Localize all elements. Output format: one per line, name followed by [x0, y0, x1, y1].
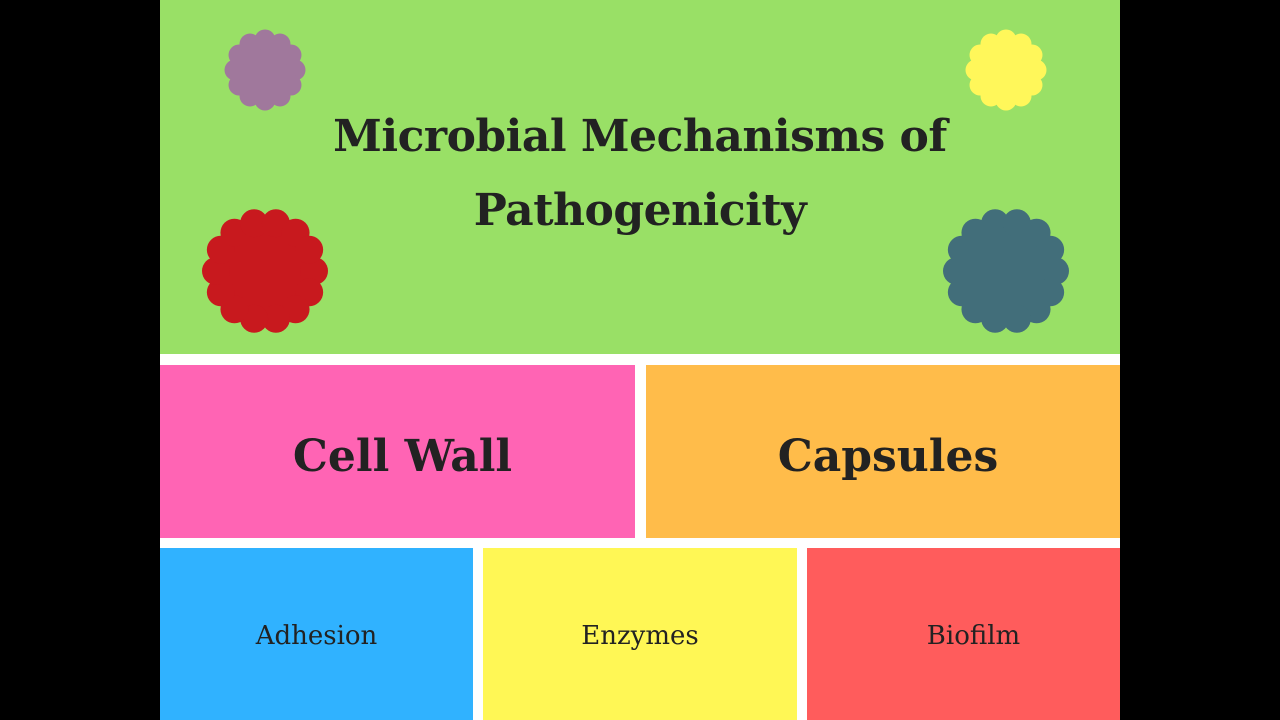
teal-flower-icon [943, 209, 1069, 333]
yellow-flower-icon [965, 29, 1047, 111]
slide: Microbial Mechanisms of Pathogenicity Ce… [160, 0, 1120, 720]
purple-flower-icon [224, 29, 306, 111]
title-line-1: Microbial Mechanisms of [333, 111, 947, 162]
title-panel: Microbial Mechanisms of Pathogenicity [160, 0, 1120, 354]
slide-title: Microbial Mechanisms of Pathogenicity [270, 100, 1010, 248]
adhesion-tile[interactable]: Adhesion [160, 548, 473, 720]
biofilm-label: Biofilm [926, 621, 1021, 651]
enzymes-tile[interactable]: Enzymes [483, 548, 797, 720]
cell-wall-tile[interactable]: Cell Wall [160, 365, 635, 538]
capsules-label: Capsules [777, 431, 999, 482]
enzymes-label: Enzymes [581, 621, 699, 651]
cell-wall-label: Cell Wall [292, 431, 513, 482]
adhesion-label: Adhesion [255, 621, 378, 651]
biofilm-tile[interactable]: Biofilm [807, 548, 1120, 720]
red-flower-icon [202, 209, 328, 333]
title-line-2: Pathogenicity [473, 185, 807, 236]
capsules-tile[interactable]: Capsules [646, 365, 1120, 538]
